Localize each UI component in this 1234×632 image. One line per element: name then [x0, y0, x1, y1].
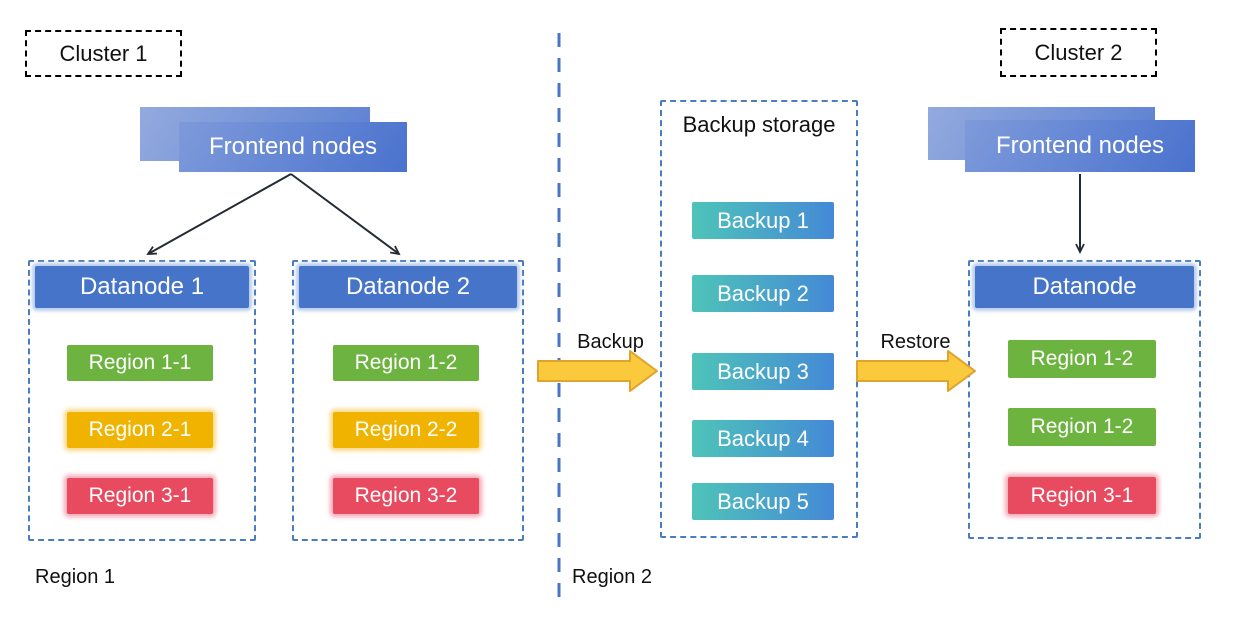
backup-2-box: Backup 2 [692, 275, 834, 312]
region-2-2-box: Region 2-2 [333, 412, 479, 448]
backup-4-box: Backup 4 [692, 420, 834, 457]
region-3-2-label: Region 3-2 [354, 484, 458, 507]
region-1-1-box: Region 1-1 [67, 345, 213, 381]
cluster1-frontend-box: Frontend nodes [179, 122, 407, 172]
region-1-2-label: Region 1-2 [354, 351, 458, 374]
region-1-2-box: Region 1-2 [333, 345, 479, 381]
cluster2-datanode-title: Datanode [1032, 273, 1137, 300]
cluster2-datanode-header: Datanode [975, 266, 1194, 308]
datanode1-container: Datanode 1 Region 1-1 Region 2-1 Region … [28, 260, 256, 541]
restore-arrow-icon [856, 350, 976, 392]
restored-region-3-box: Region 3-1 [1008, 477, 1156, 514]
restored-region-2-label: Region 1-2 [1030, 415, 1134, 438]
cluster2-label-box: Cluster 2 [1000, 28, 1157, 77]
frontend-to-datanode2-arrow-icon [290, 173, 401, 256]
restored-region-1-label: Region 1-2 [1030, 347, 1134, 370]
region-3-1-label: Region 3-1 [88, 484, 192, 507]
region-2-1-box: Region 2-1 [67, 412, 213, 448]
backup-storage-container: Backup storage Backup 1 Backup 2 Backup … [660, 100, 858, 538]
cluster2-label: Cluster 2 [1034, 39, 1123, 65]
region2-zone-label: Region 2 [572, 566, 653, 588]
restored-region-3-label: Region 3-1 [1030, 483, 1134, 507]
datanode1-title: Datanode 1 [79, 273, 205, 300]
backup-3-box: Backup 3 [692, 353, 834, 390]
cluster1-label: Cluster 1 [59, 40, 148, 66]
region1-zone-label: Region 1 [35, 566, 116, 588]
cluster2-frontend-box: Frontend nodes [965, 120, 1195, 172]
region-2-2-label: Region 2-2 [354, 418, 458, 441]
backup-arrow-icon [537, 350, 658, 392]
backup-4-label: Backup 4 [717, 425, 809, 451]
restore-flow-label: Restore [880, 331, 951, 353]
cluster2-frontend-label: Frontend nodes [995, 132, 1165, 159]
datanode2-header: Datanode 2 [299, 266, 517, 308]
region-3-2-box: Region 3-2 [333, 478, 479, 514]
restored-region-2-box: Region 1-2 [1008, 408, 1156, 446]
backup-2-label: Backup 2 [717, 280, 809, 306]
datanode1-header: Datanode 1 [35, 266, 249, 308]
backup-flow-label: Backup [577, 331, 644, 353]
cluster1-label-box: Cluster 1 [25, 30, 182, 77]
datanode2-title: Datanode 2 [345, 273, 471, 300]
region-1-1-label: Region 1-1 [88, 351, 192, 374]
backup-3-label: Backup 3 [717, 358, 809, 384]
backup-1-box: Backup 1 [692, 202, 834, 239]
region-2-1-label: Region 2-1 [88, 418, 192, 441]
datanode2-container: Datanode 2 Region 1-2 Region 2-2 Region … [292, 260, 524, 541]
cluster1-frontend-label: Frontend nodes [208, 133, 378, 160]
region-3-1-box: Region 3-1 [67, 478, 213, 514]
backup-5-box: Backup 5 [692, 483, 834, 520]
backup-1-label: Backup 1 [717, 207, 809, 233]
restored-region-1-box: Region 1-2 [1008, 340, 1156, 378]
backup-5-label: Backup 5 [717, 488, 809, 514]
cluster2-datanode-container: Datanode Region 1-2 Region 1-2 Region 3-… [968, 260, 1201, 539]
backup-storage-title: Backup storage [682, 112, 836, 137]
frontend-to-datanode1-arrow-icon [146, 173, 292, 255]
